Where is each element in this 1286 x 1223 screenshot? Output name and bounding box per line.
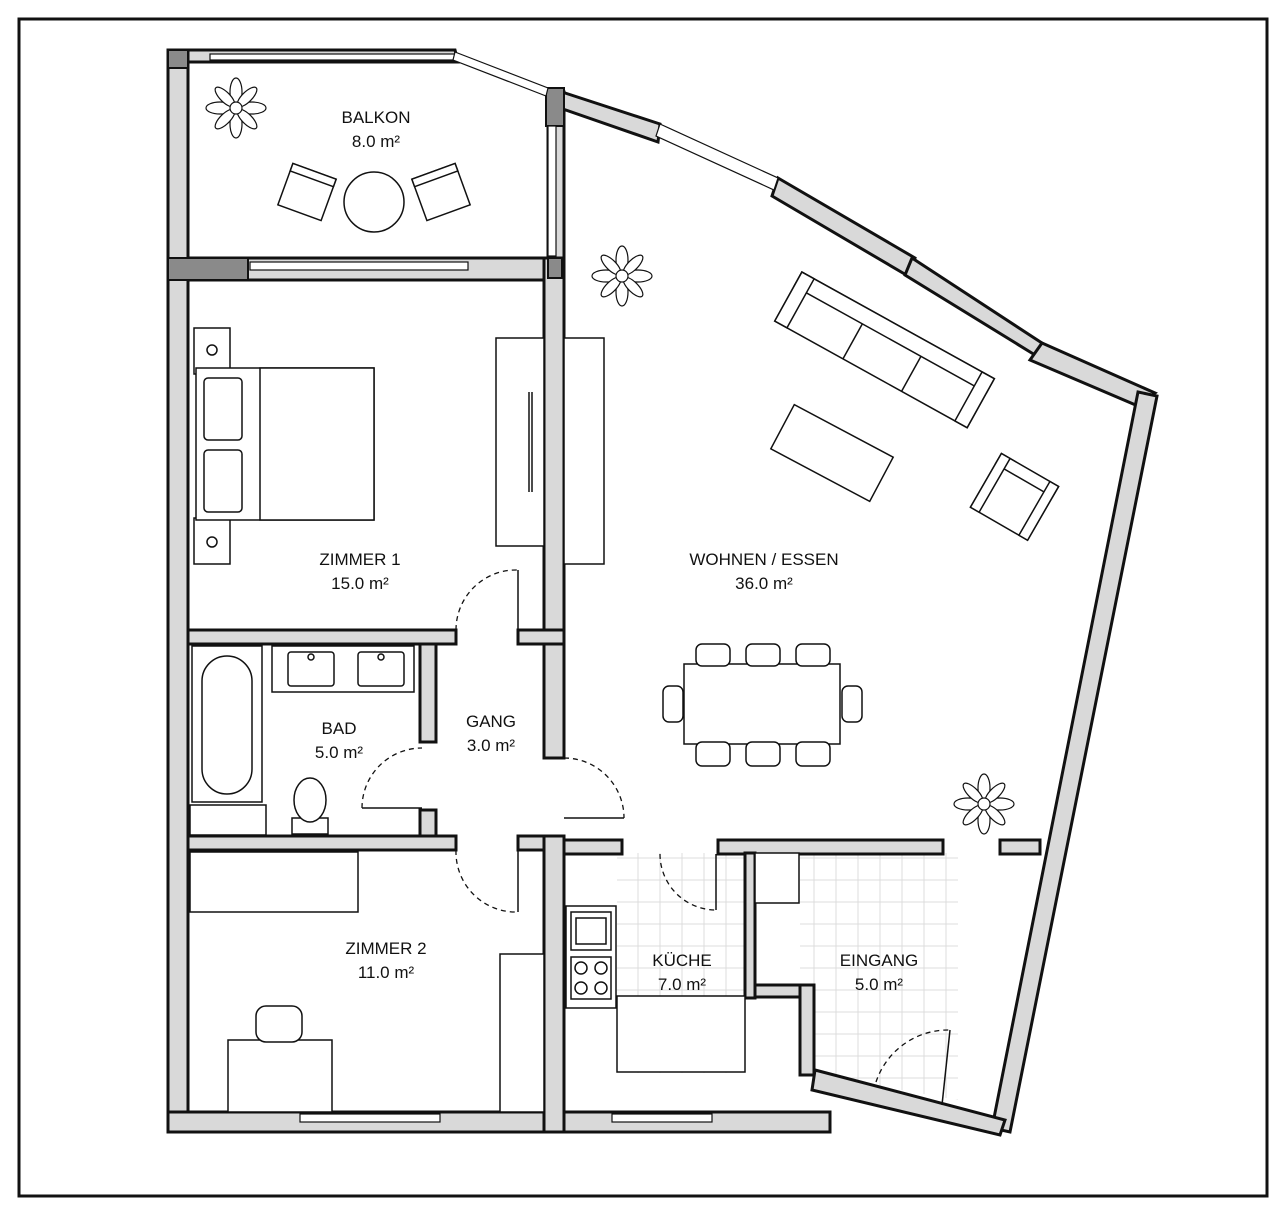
wardrobe-icon: [189, 851, 359, 913]
room-area: 5.0 m²: [855, 975, 904, 994]
room-name: BAD: [322, 719, 357, 738]
room-label-bad: BAD 5.0 m²: [315, 719, 364, 762]
sofa-icon: [773, 271, 996, 429]
chair-icon: [662, 643, 863, 767]
room-area: 5.0 m²: [315, 743, 364, 762]
room-name: ZIMMER 2: [345, 939, 426, 958]
wall-cap: [547, 257, 563, 279]
room-area: 15.0 m²: [331, 574, 389, 593]
coffee-table-icon: [769, 403, 895, 503]
room-name: KÜCHE: [652, 951, 712, 970]
chair-icon: [276, 162, 338, 222]
wall-cap: [167, 49, 189, 69]
room-name: EINGANG: [840, 951, 918, 970]
room-area: 8.0 m²: [352, 132, 401, 151]
room-label-balkon: BALKON 8.0 m²: [342, 108, 411, 151]
room-area: 3.0 m²: [467, 736, 516, 755]
chair-icon: [410, 162, 472, 222]
sink-icon: [271, 645, 415, 693]
wall-cap: [167, 257, 249, 281]
wardrobe-icon: [495, 337, 605, 565]
door-swing-icon: [361, 569, 951, 1106]
room-label-wohnen: WOHNEN / ESSEN 36.0 m²: [689, 550, 838, 593]
armchair-icon: [969, 452, 1060, 542]
shelf: [499, 953, 545, 1113]
bed-icon: [193, 327, 375, 565]
dining-table-icon: [683, 663, 841, 745]
entrance-floor-tiles: [800, 853, 958, 1100]
room-name: WOHNEN / ESSEN: [689, 550, 838, 569]
room-area: 11.0 m²: [358, 963, 415, 982]
balcony-furniture: [276, 162, 472, 233]
bathtub-icon: [191, 645, 263, 803]
wall-cap: [545, 87, 565, 127]
stove-icon: [570, 956, 612, 1000]
room-area: 36.0 m²: [735, 574, 793, 593]
page-frame: [17, 17, 1269, 1198]
desk-icon: [227, 1005, 333, 1113]
room-label-zimmer1: ZIMMER 1 15.0 m²: [319, 550, 400, 593]
wardrobe-icon: [754, 852, 800, 904]
toilet-icon: [291, 777, 329, 835]
room-name: ZIMMER 1: [319, 550, 400, 569]
kitchen-counter: [565, 905, 746, 1073]
room-label-zimmer2: ZIMMER 2 11.0 m²: [345, 939, 426, 982]
round-table-icon: [343, 171, 405, 233]
room-label-kueche: KÜCHE 7.0 m²: [652, 951, 712, 994]
room-area: 7.0 m²: [658, 975, 707, 994]
room-label-eingang: EINGANG 5.0 m²: [840, 951, 918, 994]
plant-icon: [205, 77, 267, 139]
room-name: BALKON: [342, 108, 411, 127]
room-label-gang: GANG 3.0 m²: [466, 712, 516, 755]
room-name: GANG: [466, 712, 516, 731]
plant-icon: [591, 245, 653, 307]
window-icon: [209, 51, 779, 1123]
plant-icon: [953, 773, 1015, 835]
bathroom-cabinet: [189, 804, 267, 836]
